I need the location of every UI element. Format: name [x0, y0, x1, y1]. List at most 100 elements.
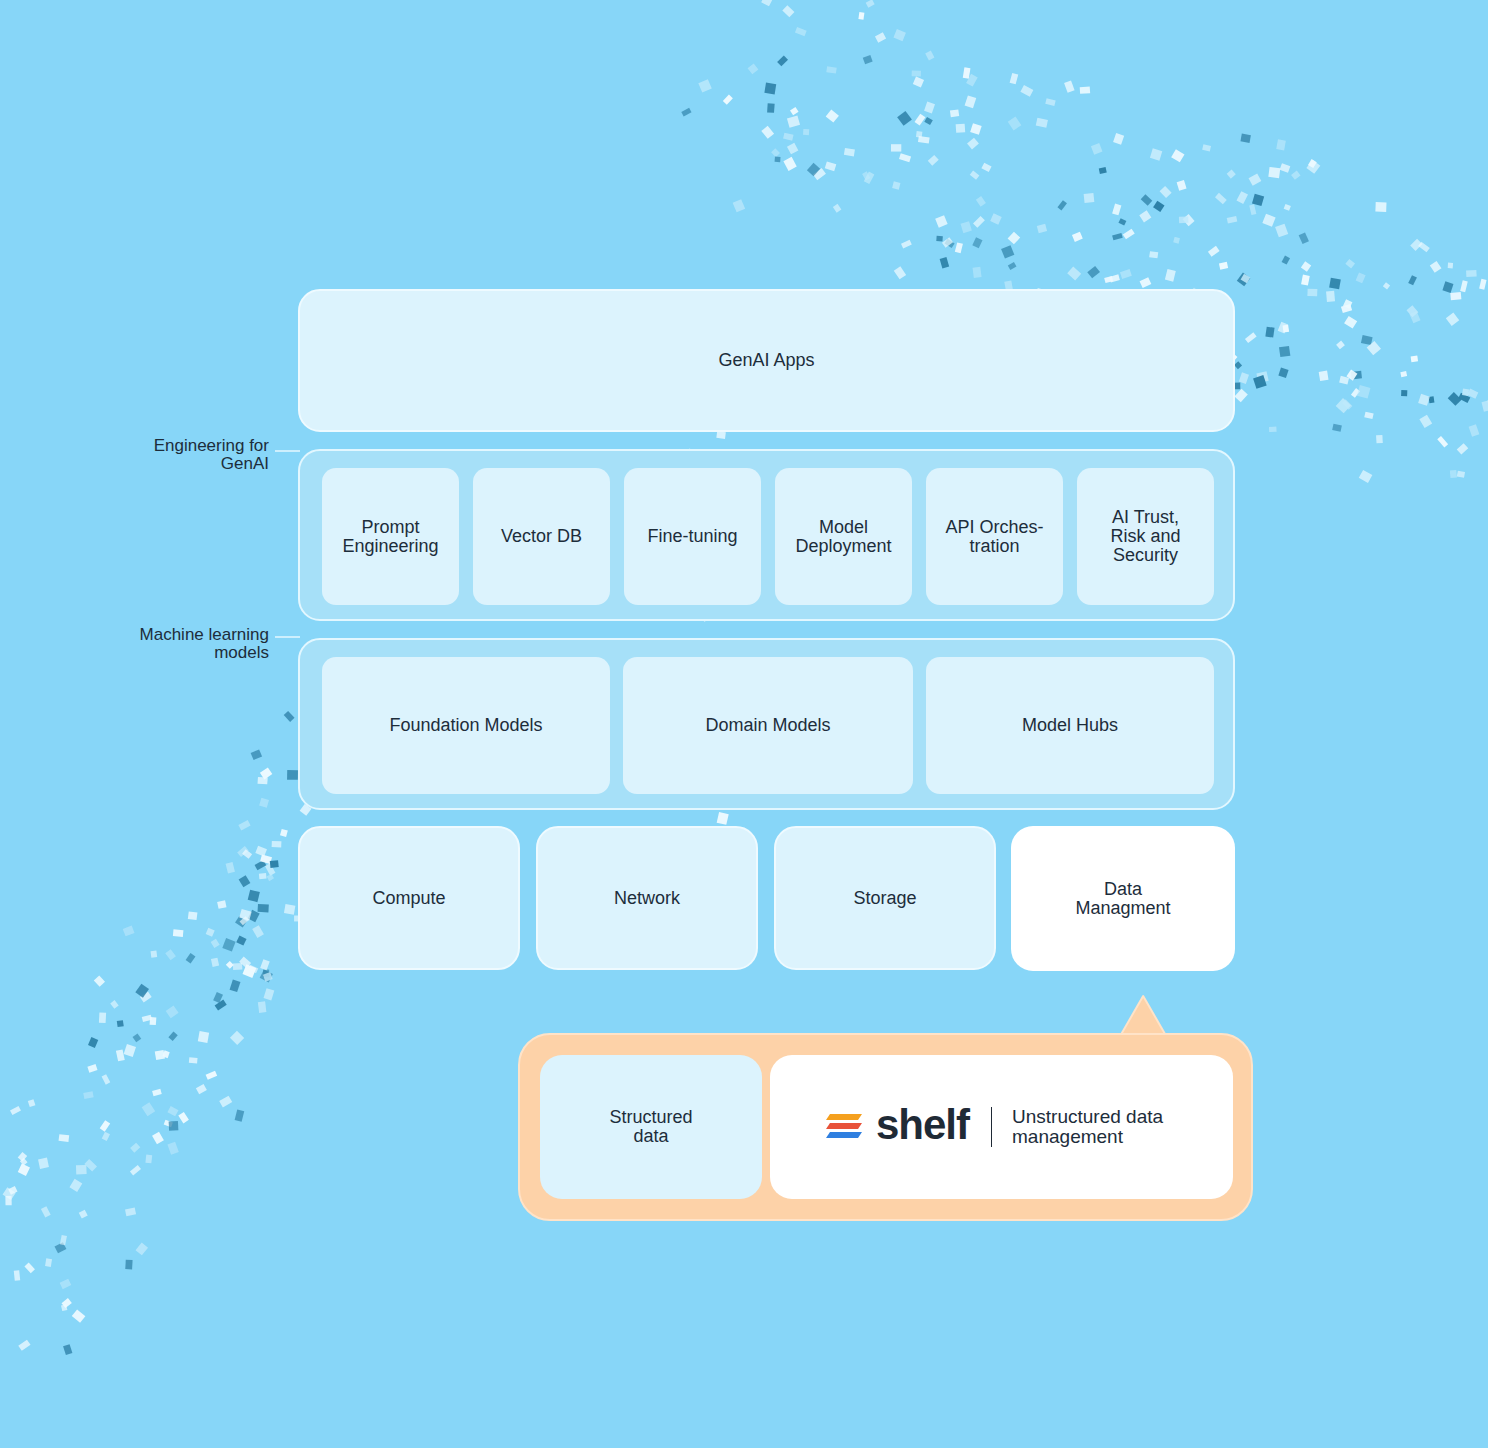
speck [196, 1084, 207, 1094]
speck [102, 1132, 110, 1141]
speck [1165, 269, 1176, 282]
speck [1234, 389, 1247, 403]
speck [59, 1134, 70, 1142]
speck [1219, 262, 1228, 270]
speck [891, 144, 901, 151]
speck [94, 975, 105, 986]
speck [973, 216, 985, 228]
speck [258, 1001, 267, 1013]
speck [18, 1152, 27, 1162]
speck [1227, 170, 1236, 179]
layer-band: Foundation ModelsDomain ModelsModel Hubs… [298, 638, 1235, 810]
speck [1336, 341, 1345, 350]
model-box: Domain Models [623, 657, 913, 794]
speck [1411, 356, 1418, 363]
speck [132, 1033, 141, 1042]
speck [1279, 346, 1290, 357]
component-box: Fine-tuning [624, 468, 761, 605]
speck [125, 1208, 136, 1217]
speck [1308, 159, 1317, 168]
speck [940, 257, 950, 269]
speck [825, 161, 837, 171]
speck [928, 155, 939, 166]
speck [287, 770, 298, 780]
box-label: GenAI Apps [718, 351, 814, 370]
speck [1262, 214, 1275, 227]
box-label: Network [614, 889, 680, 908]
speck [1037, 224, 1047, 233]
speck [1001, 245, 1014, 258]
speck [963, 67, 971, 78]
speck [1010, 73, 1019, 84]
speck [1064, 80, 1075, 92]
leader-line [275, 450, 300, 452]
speck [1239, 372, 1249, 384]
speck [1237, 273, 1251, 287]
box-label: Storage [853, 889, 916, 908]
speck [970, 171, 980, 180]
speck [1276, 139, 1286, 150]
speck [165, 949, 176, 960]
speck [258, 904, 269, 912]
speck [973, 267, 982, 278]
component-box: Vector DB [473, 468, 610, 605]
speck [1401, 390, 1407, 396]
speck [198, 1031, 209, 1043]
speck [236, 936, 246, 946]
speck [206, 1071, 218, 1080]
speck [1336, 398, 1351, 413]
speck [169, 1121, 179, 1131]
speck [955, 242, 963, 253]
speck [976, 196, 986, 207]
box-label: Structured data [595, 1108, 707, 1146]
speck [1123, 229, 1135, 240]
speck [875, 32, 886, 42]
speck [950, 109, 959, 117]
box-label: Prompt Engineering [335, 518, 447, 556]
speck [1153, 201, 1164, 212]
speck [1265, 327, 1274, 338]
speck [894, 266, 906, 279]
speck [1275, 224, 1288, 238]
speck [123, 926, 135, 937]
speck [1319, 371, 1329, 381]
speck [251, 749, 262, 760]
box-label: Foundation Models [389, 716, 542, 735]
speck [240, 916, 249, 925]
speck [1460, 280, 1468, 292]
speck [1437, 436, 1448, 447]
product-description: Unstructured data management [991, 1107, 1192, 1147]
speck [167, 1106, 178, 1116]
product-box: shelfUnstructured data management [770, 1055, 1233, 1199]
speck [145, 1155, 152, 1164]
speck [69, 1179, 82, 1192]
speck [1227, 216, 1238, 223]
speck [787, 143, 798, 155]
box-label: Model Deployment [788, 518, 900, 556]
speck [1084, 193, 1095, 203]
speck [166, 1006, 179, 1019]
speck [833, 204, 841, 213]
speck [1173, 237, 1180, 244]
speck [235, 1109, 245, 1121]
speck [219, 1096, 232, 1108]
speck [14, 1270, 20, 1280]
speck [826, 66, 836, 73]
speck [272, 841, 282, 847]
speck [1307, 289, 1317, 297]
speck [777, 55, 788, 66]
speck [1245, 332, 1257, 343]
speck [1240, 134, 1250, 143]
speck [1448, 263, 1453, 269]
speck [1291, 171, 1301, 180]
speck [117, 1020, 124, 1027]
speck [60, 1235, 67, 1245]
speck [892, 181, 900, 189]
speck [1120, 269, 1132, 279]
speck [152, 1132, 164, 1145]
speck [130, 1143, 140, 1153]
speck [1466, 270, 1477, 277]
speck [1282, 255, 1290, 264]
speck [162, 1050, 169, 1058]
speck [130, 1165, 141, 1175]
